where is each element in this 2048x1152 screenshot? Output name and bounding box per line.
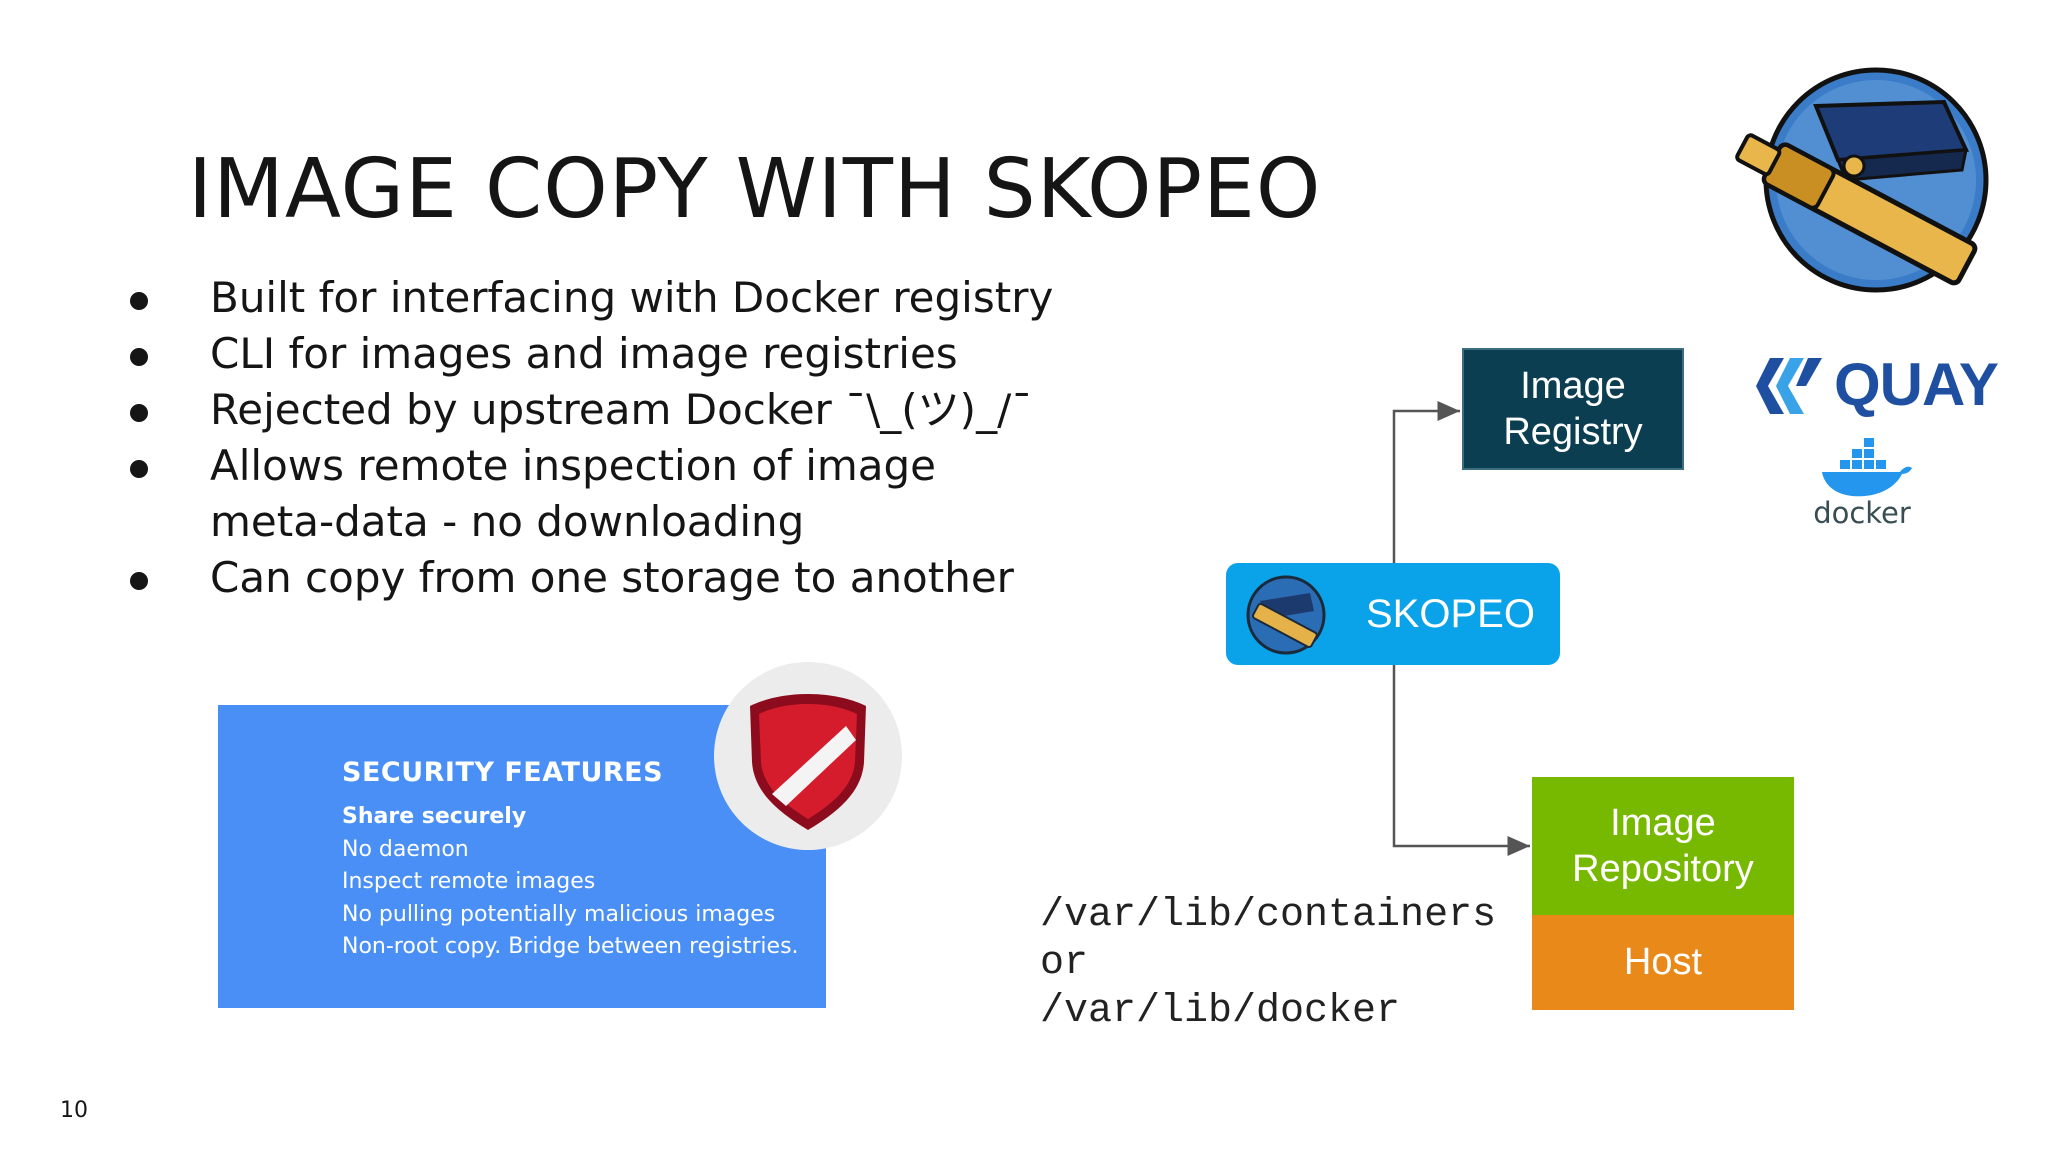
storage-path-text: /var/lib/containers or /var/lib/docker bbox=[1040, 892, 1496, 1036]
registry-label-line2: Registry bbox=[1503, 411, 1643, 453]
security-feature-item: No daemon bbox=[342, 836, 469, 862]
quay-wordmark: QUAY bbox=[1834, 351, 1999, 418]
docker-logo: docker bbox=[1806, 438, 1918, 536]
host-node: Host bbox=[1532, 915, 1794, 1010]
security-features-panel: SECURITY FEATURES Share securely No daem… bbox=[218, 705, 826, 1008]
arrow-to-repository bbox=[1392, 665, 1530, 856]
docker-whale-icon bbox=[1822, 438, 1912, 497]
security-features-title: SECURITY FEATURES bbox=[342, 757, 664, 788]
page-number: 10 bbox=[60, 1098, 88, 1123]
docker-wordmark: docker bbox=[1813, 496, 1911, 530]
quay-logo: QUAY bbox=[1756, 350, 1999, 422]
security-feature-item: Share securely bbox=[342, 804, 527, 829]
slide-title: IMAGE COPY WITH SKOPEO bbox=[188, 142, 1322, 237]
skopeo-telescope-icon bbox=[1246, 575, 1326, 655]
bullet-text: Allows remote inspection of image meta-d… bbox=[210, 441, 937, 546]
bullet-text: CLI for images and image registries bbox=[210, 329, 958, 378]
bullet-dot bbox=[130, 348, 148, 366]
skopeo-telescope-icon bbox=[1735, 67, 1989, 293]
security-feature-item: Non-root copy. Bridge between registries… bbox=[342, 934, 799, 959]
bullet-dot bbox=[130, 404, 148, 422]
security-feature-item: Inspect remote images bbox=[342, 869, 596, 894]
skopeo-label: SKOPEO bbox=[1366, 591, 1535, 636]
path-line-1: /var/lib/containers bbox=[1040, 893, 1497, 938]
security-features-list: Share securely No daemon Inspect remote … bbox=[342, 801, 799, 964]
bullet-item: CLI for images and image registries bbox=[120, 326, 1120, 382]
host-label: Host bbox=[1623, 941, 1703, 983]
bullet-text: Can copy from one storage to another bbox=[210, 553, 1014, 602]
shield-icon bbox=[750, 694, 866, 830]
registry-label-line1: Image bbox=[1520, 365, 1626, 407]
bullet-dot bbox=[130, 572, 148, 590]
bullet-list: Built for interfacing with Docker regist… bbox=[120, 270, 1120, 606]
path-line-3: /var/lib/docker bbox=[1040, 989, 1401, 1034]
shield-badge bbox=[714, 662, 902, 850]
path-line-2: or bbox=[1040, 941, 1089, 986]
skopeo-node: SKOPEO bbox=[1226, 563, 1560, 665]
quay-logo-icon bbox=[1756, 358, 1822, 414]
bullet-text: Built for interfacing with Docker regist… bbox=[210, 273, 1054, 322]
bullet-item: Built for interfacing with Docker regist… bbox=[120, 270, 1120, 326]
bullet-item: Rejected by upstream Docker ¯\_(ツ)_/¯ bbox=[120, 382, 1120, 438]
bullet-dot bbox=[130, 292, 148, 310]
bullet-dot bbox=[130, 460, 148, 478]
arrow-to-registry bbox=[1392, 401, 1460, 563]
bullet-item: Can copy from one storage to another bbox=[120, 550, 1120, 606]
repository-label-line1: Image bbox=[1610, 802, 1716, 844]
bullet-text: Rejected by upstream Docker ¯\_(ツ)_/¯ bbox=[210, 385, 1033, 434]
security-feature-item: No pulling potentially malicious images bbox=[342, 901, 776, 927]
repository-label-line2: Repository bbox=[1572, 848, 1754, 890]
bullet-item: Allows remote inspection of image meta-d… bbox=[120, 438, 950, 550]
